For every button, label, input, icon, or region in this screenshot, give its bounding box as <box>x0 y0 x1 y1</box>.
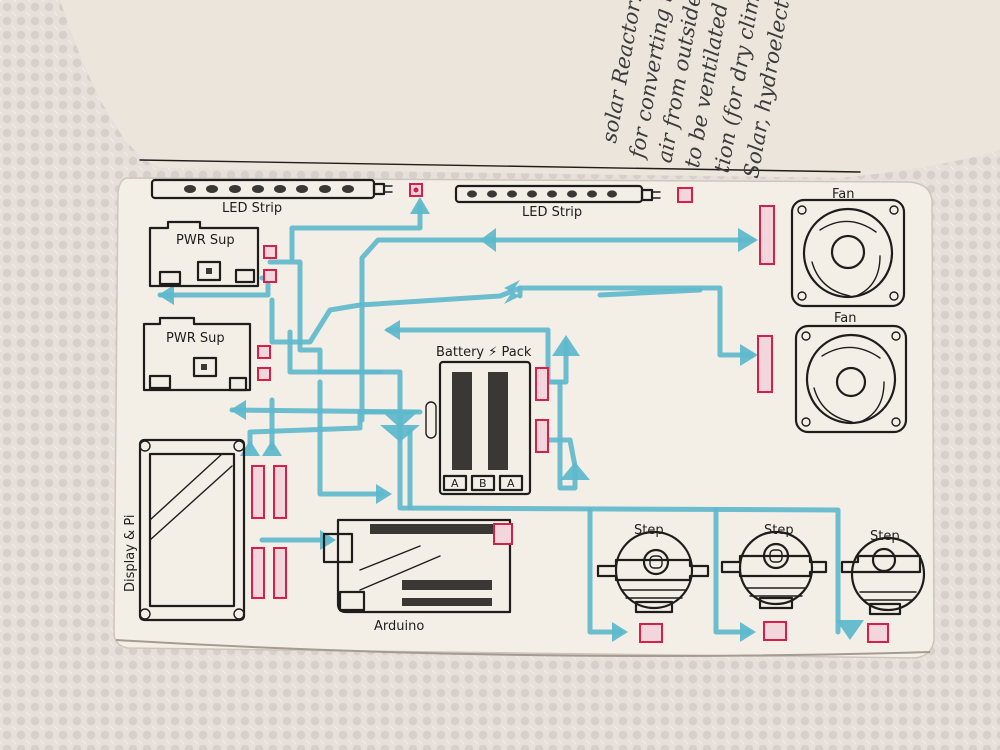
relay <box>867 623 889 643</box>
relay <box>273 465 287 519</box>
led-strip-right: LED Strip <box>454 184 661 220</box>
fan-label: Fan <box>834 311 857 326</box>
fan-label: Fan <box>832 187 855 202</box>
stepper-label: Step <box>634 523 664 538</box>
relay <box>263 245 277 259</box>
display-label: Display & Pi <box>123 515 138 593</box>
relay <box>263 269 277 283</box>
battery-pack: A B A Battery ⚡ Pack <box>425 345 532 496</box>
led-strip-label: LED Strip <box>522 205 582 220</box>
relay <box>535 367 549 401</box>
relay <box>759 205 775 265</box>
relay <box>493 523 513 545</box>
sketch-page <box>113 177 935 659</box>
relay <box>639 623 663 643</box>
relay <box>257 367 271 381</box>
relay <box>273 547 287 599</box>
stepper-motor-3: Step <box>840 529 926 616</box>
fan-bottom: Fan <box>794 311 908 434</box>
wire-arrows <box>158 197 864 642</box>
relay <box>757 335 773 393</box>
battery-cell-label: B <box>479 477 487 490</box>
relay <box>535 419 549 453</box>
arduino: Arduino <box>322 518 512 634</box>
fan-top: Fan <box>790 187 906 308</box>
relay <box>677 187 693 203</box>
upper-page: solar Reactor: for converting to craft a… <box>60 0 1000 180</box>
relay <box>251 547 265 599</box>
stepper-motor-1: Step <box>596 523 710 614</box>
relay <box>257 345 271 359</box>
arduino-label: Arduino <box>374 619 424 634</box>
power-supply-top: PWR Sup <box>148 220 260 288</box>
battery-pack-label: Battery ⚡ Pack <box>436 345 532 360</box>
display-pi: Display & Pi <box>123 438 246 622</box>
stepper-motor-2: Step <box>720 523 828 610</box>
battery-cell-label: A <box>507 477 515 490</box>
relay <box>251 465 265 519</box>
power-supply-label: PWR Sup <box>176 233 235 248</box>
battery-cell-label: A <box>451 477 459 490</box>
led-strip-label: LED Strip <box>222 201 282 216</box>
relay <box>763 621 787 641</box>
power-supply-bottom: PWR Sup <box>142 316 252 392</box>
stepper-label: Step <box>870 529 900 544</box>
led-strip-left: LED Strip <box>150 178 393 216</box>
stepper-label: Step <box>764 523 794 538</box>
power-supply-label: PWR Sup <box>166 331 225 346</box>
